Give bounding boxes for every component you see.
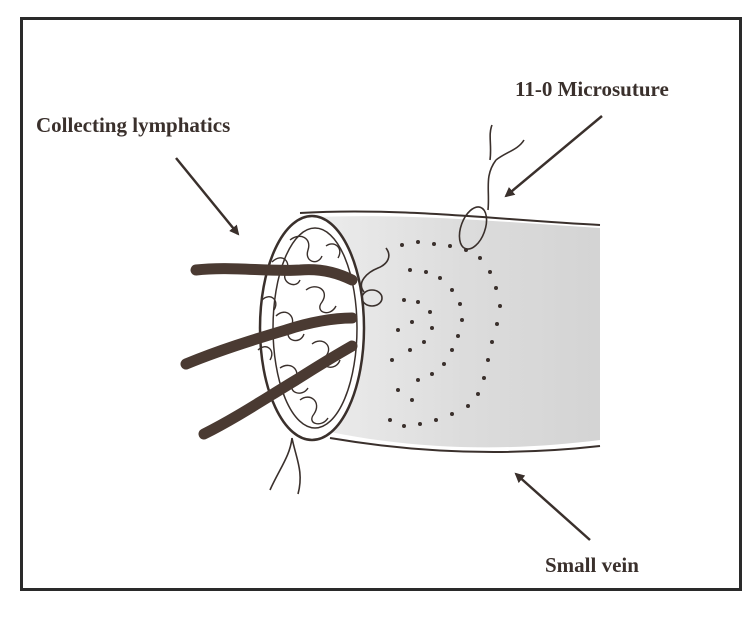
arrow-collecting-lymphatics (176, 158, 238, 234)
label-collecting-lymphatics: Collecting lymphatics (36, 113, 230, 137)
suture-thread-top (488, 125, 496, 210)
suture-thread-top-2 (496, 140, 524, 160)
arrow-microsuture (506, 116, 602, 196)
label-small-vein: Small vein (545, 553, 639, 577)
arrow-small-vein (516, 474, 590, 540)
label-microsuture: 11-0 Microsuture (515, 77, 669, 101)
suture-thread-bottom (270, 438, 300, 494)
